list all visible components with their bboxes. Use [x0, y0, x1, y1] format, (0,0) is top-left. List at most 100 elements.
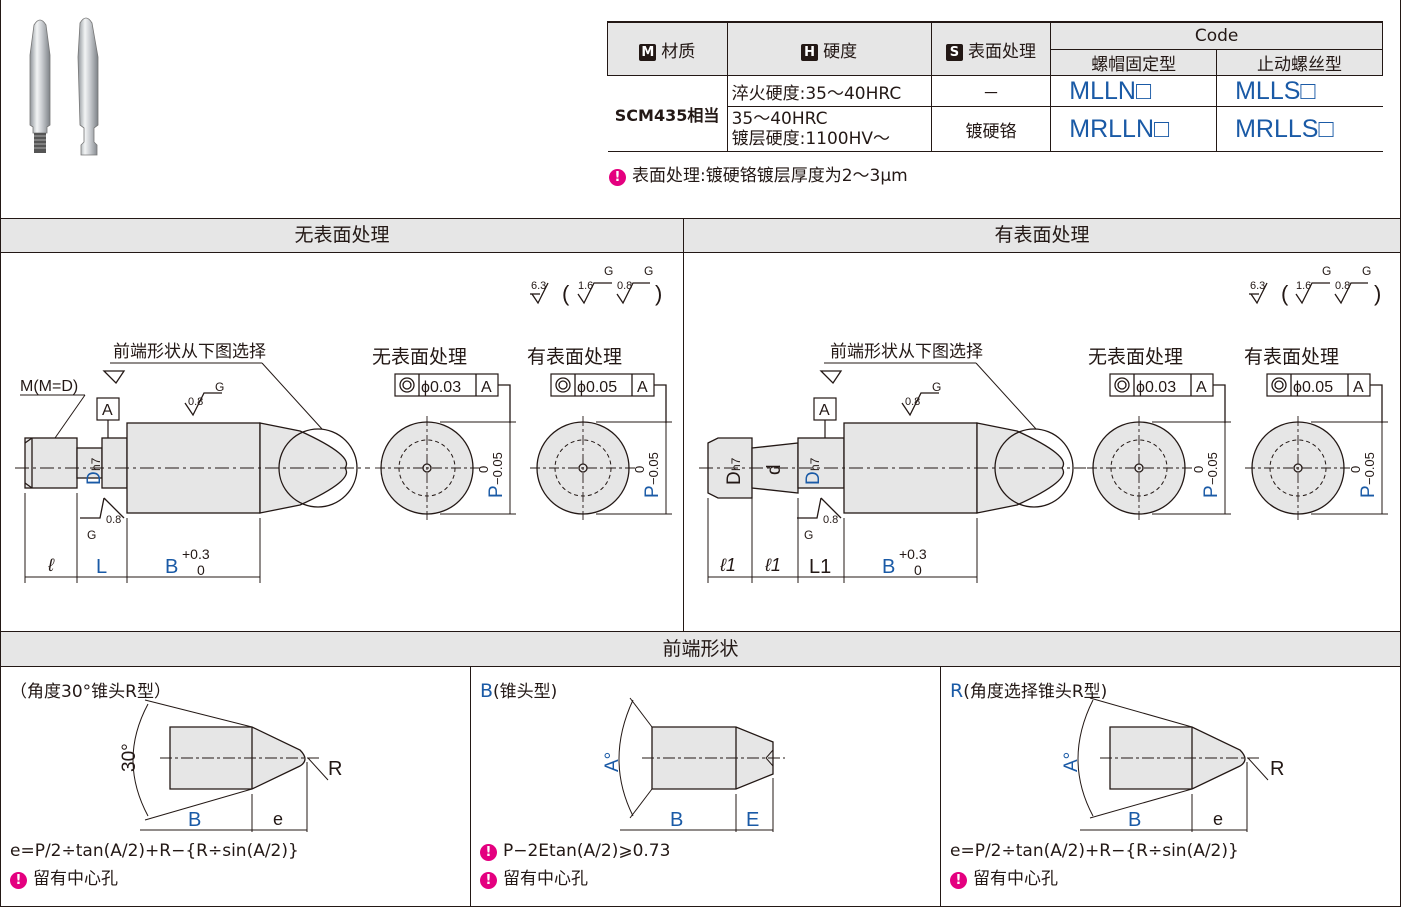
label-no-treatment: 无表面处理	[372, 346, 467, 368]
svg-text:): )	[1374, 281, 1381, 306]
svg-text:有表面处理: 有表面处理	[1244, 346, 1339, 368]
svg-text:0: 0	[1348, 466, 1363, 473]
svg-text:P: P	[642, 485, 663, 498]
attention-icon: !	[950, 872, 967, 889]
svg-text:ϕ0.05: ϕ0.05	[1293, 379, 1333, 396]
roughness-a-label: 1.6	[578, 280, 593, 292]
svg-text:G: G	[215, 380, 224, 394]
row1-code-nut[interactable]: MLLN□	[1050, 75, 1218, 107]
svg-text:A: A	[637, 379, 648, 396]
dim-l1-a: ℓ1	[719, 555, 736, 575]
tip1-R: R	[328, 758, 342, 780]
svg-text:G: G	[644, 264, 653, 278]
svg-text:−0.05: −0.05	[646, 452, 661, 485]
product-photo	[29, 17, 99, 156]
hardness-badge: H	[801, 43, 819, 61]
attention-icon: !	[10, 872, 27, 889]
svg-text:P: P	[1358, 485, 1379, 498]
svg-text:G: G	[804, 528, 813, 542]
tip2-note: !留有中心孔	[480, 864, 588, 889]
row1-hardness: 淬火硬度:35～40HRC	[726, 75, 932, 107]
svg-text:G: G	[1322, 264, 1331, 278]
thread-label: M(M=D)	[20, 378, 78, 395]
svg-text:−0.05: −0.05	[490, 452, 505, 485]
tip-divider-1	[470, 666, 471, 907]
section-tip-shape: 前端形状	[0, 631, 1401, 667]
section-treatment: 有表面处理	[683, 218, 1401, 253]
dim-B: B	[165, 556, 178, 578]
roughness-g-label: G	[604, 264, 613, 278]
tip2-drawing: A° B E	[602, 697, 785, 832]
tip1-drawing: 30° R B e	[119, 699, 342, 832]
tip3-note: !留有中心孔	[950, 864, 1058, 889]
svg-text:): )	[655, 281, 662, 306]
label-treatment: 有表面处理	[527, 346, 622, 368]
svg-text:−0.05: −0.05	[1362, 452, 1377, 485]
header-code-screw: 止动螺丝型	[1216, 49, 1383, 76]
attention-icon: !	[609, 169, 626, 186]
dim-d: d	[764, 464, 785, 475]
tip3-formula: e=P/2÷tan(A/2)+R−{R÷sin(A/2)}	[950, 841, 1239, 861]
row2-code-screw[interactable]: MRLLS□	[1216, 106, 1383, 152]
svg-text:−0.05: −0.05	[1205, 452, 1220, 485]
tip3-B: B	[1128, 809, 1141, 831]
dim-l1-b: ℓ1	[764, 555, 781, 575]
svg-text:1.6: 1.6	[1296, 280, 1311, 292]
tip2-title: B(锥头型)	[480, 680, 558, 702]
roughness-main-label: 6.3	[531, 280, 546, 292]
attention-icon: !	[480, 844, 497, 861]
svg-text:无表面处理: 无表面处理	[1088, 346, 1183, 368]
material-badge: M	[639, 43, 657, 61]
row2-code-nut[interactable]: MRLLN□	[1050, 106, 1218, 152]
tip2-angle: A°	[602, 752, 623, 772]
plating-note: !表面处理:镀硬铬镀层厚度为2～3μm	[609, 161, 908, 186]
svg-text:h7: h7	[729, 457, 743, 471]
section-no-treatment: 无表面处理	[0, 218, 684, 253]
dim-L1: L1	[809, 556, 831, 578]
svg-text:A: A	[1353, 379, 1364, 396]
drawing-treatment: 6.3 () 1.6 0.8 G G 前端形状从下图选择 A 0.8 G 0.8…	[699, 264, 1388, 583]
roughness-b-label: 0.8	[617, 280, 632, 292]
svg-text:G: G	[1362, 264, 1371, 278]
tip1-B: B	[188, 809, 201, 831]
row1-code-screw[interactable]: MLLS□	[1216, 75, 1383, 107]
tip3-R: R	[1270, 758, 1284, 780]
tol-no-treatment: ϕ0.03	[421, 379, 461, 396]
header-code: Code	[1050, 21, 1383, 50]
row2-surface: 镀硬铬	[930, 106, 1052, 152]
tip2-E: E	[746, 809, 759, 831]
svg-text:6.3: 6.3	[1250, 280, 1265, 292]
svg-text:D: D	[803, 471, 824, 485]
tip3-angle: A°	[1061, 752, 1082, 772]
svg-text:0.8: 0.8	[188, 396, 203, 408]
tol-treatment: ϕ0.05	[577, 379, 617, 396]
svg-text:0.8: 0.8	[106, 514, 121, 526]
dim-P: P	[486, 485, 507, 498]
row1-surface: －	[930, 75, 1052, 107]
tip3-e: e	[1213, 809, 1223, 829]
svg-text:G: G	[87, 528, 96, 542]
svg-text:A: A	[481, 379, 492, 396]
svg-text:G: G	[932, 380, 941, 394]
svg-text:B: B	[882, 556, 895, 578]
attention-icon: !	[480, 872, 497, 889]
dim-D: D	[84, 471, 105, 485]
svg-text:ϕ0.03: ϕ0.03	[1136, 379, 1176, 396]
svg-text:A: A	[819, 402, 830, 419]
tip2-formula: !P−2Etan(A/2)⩾0.73	[480, 841, 670, 861]
svg-text:0.8: 0.8	[823, 514, 838, 526]
dim-L: L	[96, 556, 107, 578]
tip1-title: （角度30°锥头R型）	[10, 682, 171, 702]
tip1-formula: e=P/2÷tan(A/2)+R−{R÷sin(A/2)}	[10, 841, 299, 861]
svg-text:A: A	[1196, 379, 1207, 396]
svg-text:D: D	[724, 471, 745, 485]
svg-text:0: 0	[914, 562, 922, 578]
tip-callout: 前端形状从下图选择	[113, 342, 266, 361]
datum-a: A	[102, 402, 113, 419]
mid-divider	[683, 252, 684, 632]
tip1-angle: 30°	[119, 743, 140, 772]
tip3-title: R(角度选择锥头R型)	[950, 680, 1108, 702]
